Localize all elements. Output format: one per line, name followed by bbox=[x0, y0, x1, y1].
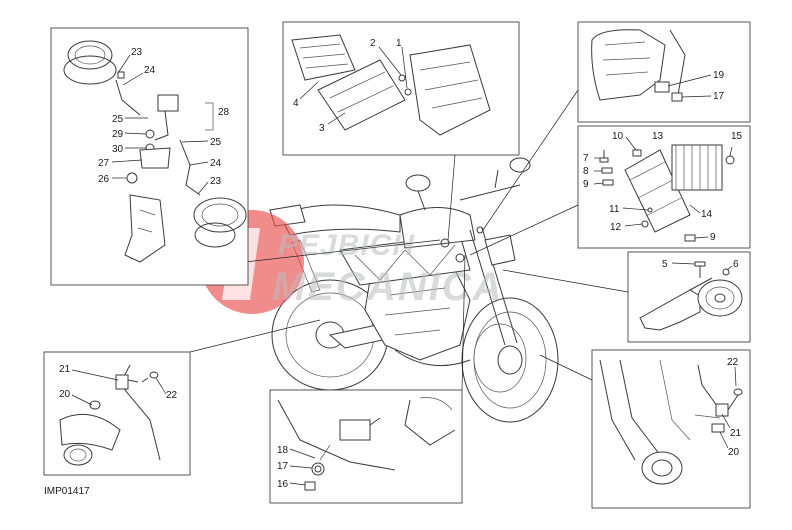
callout-5: 5 bbox=[662, 259, 668, 270]
callout-19: 19 bbox=[713, 70, 725, 81]
diagram-reference-code: IMP01417 bbox=[44, 486, 90, 497]
panel-top-right: 19 17 bbox=[577, 21, 751, 123]
panel-bottom-middle: 18 17 16 bbox=[269, 389, 463, 504]
callout-14: 14 bbox=[701, 209, 713, 220]
callout-4: 4 bbox=[293, 98, 299, 109]
callout-30: 30 bbox=[112, 144, 124, 155]
callout-8: 8 bbox=[583, 166, 589, 177]
callout-25-top: 25 bbox=[112, 114, 124, 125]
callout-12: 12 bbox=[610, 222, 622, 233]
callout-9-bottom: 9 bbox=[710, 232, 716, 243]
callout-9-top: 9 bbox=[583, 179, 589, 190]
watermark-line-1: PEJBICH bbox=[278, 229, 415, 262]
callout-10: 10 bbox=[612, 131, 624, 142]
callout-16: 16 bbox=[277, 479, 289, 490]
watermark-line-2: MECANICA bbox=[272, 265, 504, 309]
callout-17-bottom: 17 bbox=[277, 461, 289, 472]
callout-24-bottom: 24 bbox=[210, 158, 222, 169]
panel-leader-lines bbox=[189, 89, 629, 391]
callout-21-left: 21 bbox=[59, 364, 71, 375]
panel-right-horn: 5 6 bbox=[627, 251, 751, 343]
callout-21-right: 21 bbox=[730, 428, 742, 439]
motorcycle-illustration bbox=[269, 157, 559, 423]
callout-27: 27 bbox=[98, 158, 110, 169]
callout-29: 29 bbox=[112, 129, 124, 140]
callout-13: 13 bbox=[652, 131, 664, 142]
callout-11: 11 bbox=[609, 204, 620, 215]
panel-right-middle: 10 13 15 7 8 9 11 14 12 9 bbox=[577, 125, 751, 249]
callout-23-top: 23 bbox=[131, 47, 143, 58]
callout-7: 7 bbox=[583, 153, 589, 164]
panel-bottom-left: 21 20 22 bbox=[43, 351, 191, 476]
callout-28: 28 bbox=[218, 107, 230, 118]
callout-20-right: 20 bbox=[728, 447, 740, 458]
panel-left-top: 23 24 25 28 29 30 27 26 25 24 23 bbox=[50, 27, 249, 286]
callout-18: 18 bbox=[277, 445, 289, 456]
callout-15: 15 bbox=[731, 131, 743, 142]
callout-3: 3 bbox=[319, 123, 325, 134]
panel-top-middle: 2 1 4 3 bbox=[282, 21, 520, 156]
callout-22-left: 22 bbox=[166, 390, 178, 401]
callout-6: 6 bbox=[733, 259, 739, 270]
callout-23-bottom: 23 bbox=[210, 176, 222, 187]
callout-25-bottom: 25 bbox=[210, 137, 222, 148]
callout-22-right: 22 bbox=[727, 357, 739, 368]
callout-1: 1 bbox=[396, 38, 402, 49]
callout-2: 2 bbox=[370, 38, 376, 49]
callout-26: 26 bbox=[98, 174, 110, 185]
panel-bottom-right: 22 21 20 bbox=[591, 349, 751, 509]
callout-24-top: 24 bbox=[144, 65, 156, 76]
callout-20-left: 20 bbox=[59, 389, 71, 400]
callout-17-top: 17 bbox=[713, 91, 725, 102]
